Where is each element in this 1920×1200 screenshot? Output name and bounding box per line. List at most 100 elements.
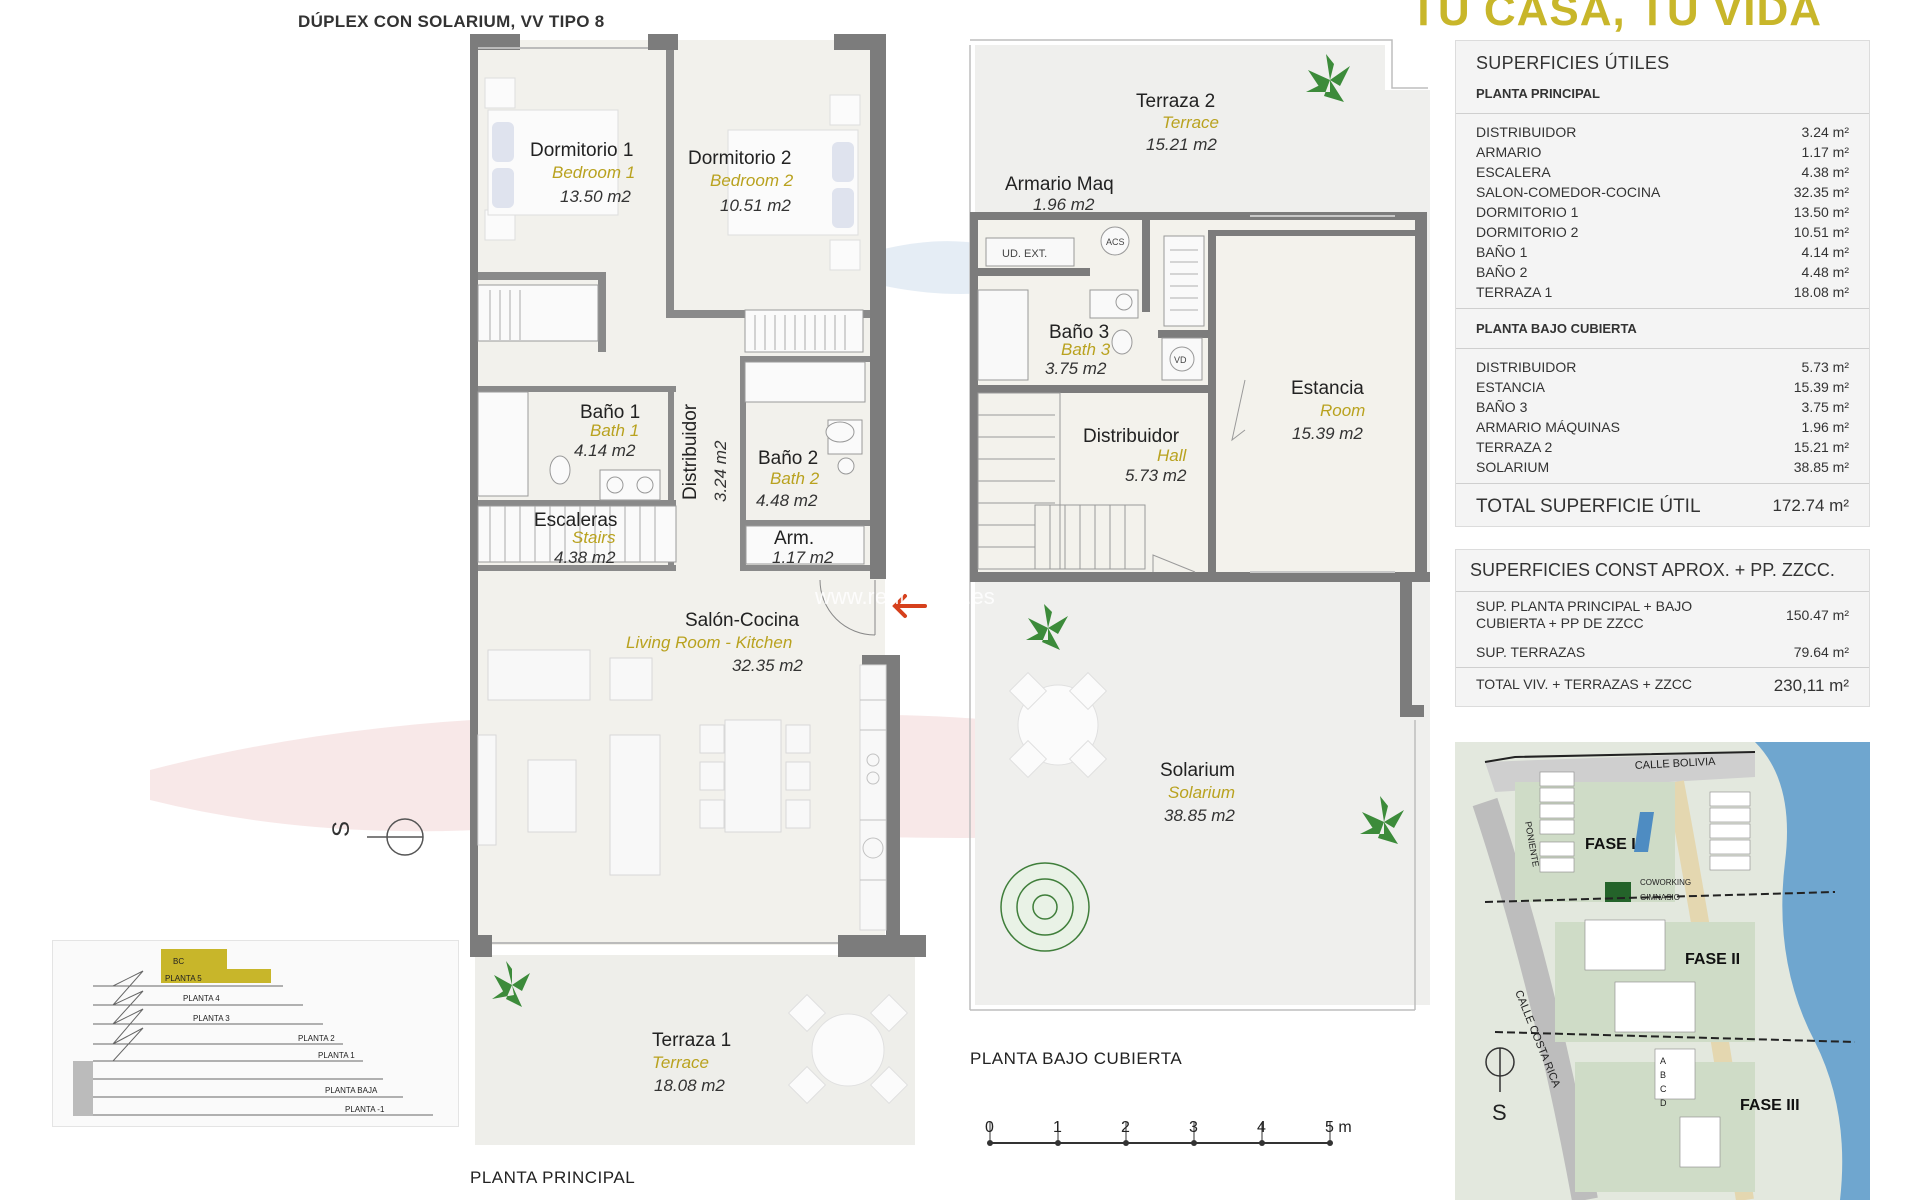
table-row-value: 3.75 m²: [1801, 399, 1849, 415]
section-level-baja: PLANTA BAJA: [325, 1086, 378, 1095]
room-escaleras-area: 4.38 m2: [554, 548, 616, 567]
const-total-row: TOTAL VIV. + TERRAZAS + ZZCC 230,11 m²: [1456, 667, 1869, 706]
table-row: DISTRIBUIDOR 3.24 m²: [1456, 122, 1869, 142]
table-row-label: DISTRIBUIDOR: [1476, 359, 1577, 375]
equipment-vd: VD: [1174, 355, 1187, 365]
table-row-label: SALON-COMEDOR-COCINA: [1476, 184, 1661, 200]
room-bano-1-sub: Bath 1: [590, 421, 639, 440]
room-bano-3: Baño 3: [1049, 322, 1109, 343]
superficies-utiles-table: SUPERFICIES ÚTILES PLANTA PRINCIPAL DIST…: [1455, 40, 1870, 527]
table-row-label: TERRAZA 1: [1476, 284, 1553, 300]
scale-tick-0: 0: [985, 1119, 994, 1136]
room-armario-area: 1.17 m2: [772, 548, 834, 567]
table-row-label: BAÑO 1: [1476, 244, 1528, 260]
room-dormitorio-1-area: 13.50 m2: [560, 187, 631, 206]
distribuidor-vertical-label: Distribuidor: [680, 403, 701, 500]
site-map: CALLE BOLIVIA CALLE COSTA RICA PONIENTE …: [1455, 742, 1870, 1200]
const-total-label: TOTAL VIV. + TERRAZAS + ZZCC: [1476, 676, 1693, 692]
room-armario: Arm.: [774, 528, 814, 549]
table-row-value: 38.85 m²: [1793, 459, 1849, 475]
table-row-value: 13.50 m²: [1793, 204, 1849, 220]
phase-fase-2: FASE II: [1685, 951, 1740, 968]
room-bano-2: Baño 2: [758, 448, 818, 469]
superficies-const-table: SUPERFICIES CONST APROX. + PP. ZZCC. SUP…: [1455, 549, 1870, 707]
room-terraza-2: Terraza 2: [1136, 91, 1215, 112]
const-row: SUP. TERRAZAS 79.64 m²: [1456, 638, 1869, 667]
room-armario-maq: Armario Maq: [1005, 174, 1114, 195]
room-armario-maq-area: 1.96 m2: [1033, 195, 1095, 214]
phase-fase-3: FASE III: [1740, 1097, 1800, 1114]
table-row-label: DISTRIBUIDOR: [1476, 124, 1577, 140]
table-row-label: SOLARIUM: [1476, 459, 1550, 475]
table-row-value: 10.51 m²: [1793, 224, 1849, 240]
table-row-value: 18.08 m²: [1793, 284, 1849, 300]
room-salon-cocina-sub: Living Room - Kitchen: [626, 633, 792, 652]
section-heading-bajo-cubierta: PLANTA BAJO CUBIERTA: [1456, 309, 1869, 349]
street-calle-bolivia: CALLE BOLIVIA: [1635, 756, 1717, 772]
amenity-gimnasio: GIMNASIO: [1640, 893, 1680, 902]
slogan: TU CASA, TU VIDA: [1410, 0, 1822, 35]
room-solarium-sub: Solarium: [1168, 783, 1235, 802]
room-bano-3-sub: Bath 3: [1061, 340, 1111, 359]
table-row: SOLARIUM 38.85 m²: [1456, 457, 1869, 477]
table-row: DISTRIBUIDOR 5.73 m²: [1456, 357, 1869, 377]
room-terraza-2-area: 15.21 m2: [1146, 135, 1217, 154]
superficies-utiles-title: SUPERFICIES ÚTILES: [1476, 53, 1670, 73]
table-row-label: BAÑO 2: [1476, 264, 1528, 280]
room-bano-1: Baño 1: [580, 402, 640, 423]
table-row-value: 1.17 m²: [1801, 144, 1849, 160]
block-c: C: [1660, 1084, 1667, 1094]
table-row-label: ARMARIO: [1476, 144, 1542, 160]
section-level-3: PLANTA 3: [193, 1014, 230, 1023]
table-row-value: 4.48 m²: [1801, 264, 1849, 280]
section-level-4: PLANTA 4: [183, 994, 220, 1003]
block-a: A: [1660, 1056, 1666, 1066]
table-row-value: 5.73 m²: [1801, 359, 1849, 375]
table-row: DORMITORIO 2 10.51 m²: [1456, 222, 1869, 242]
north-indicator-principal: S: [328, 818, 424, 856]
room-solarium: Solarium: [1160, 760, 1235, 781]
section-level-5: PLANTA 5: [165, 974, 202, 983]
const-row-label: SUP. TERRAZAS: [1476, 644, 1586, 660]
room-estancia-area: 15.39 m2: [1292, 424, 1363, 443]
room-bano-2-sub: Bath 2: [770, 469, 820, 488]
scale-tick-2: 2: [1121, 1119, 1130, 1136]
building-section-view: BC PLANTA 5 PLANTA 4 PLANTA 3 PLANTA 2 P…: [52, 940, 459, 1127]
table-row-value: 3.24 m²: [1801, 124, 1849, 140]
scale-tick-5: 5 m: [1325, 1119, 1352, 1136]
room-salon-cocina-area: 32.35 m2: [732, 656, 803, 675]
room-dormitorio-2-sub: Bedroom 2: [710, 171, 794, 190]
table-row-label: ARMARIO MÁQUINAS: [1476, 419, 1620, 435]
table-row-label: DORMITORIO 2: [1476, 224, 1579, 240]
room-bano-3-area: 3.75 m2: [1045, 359, 1107, 378]
section-level-minus-1: PLANTA -1: [345, 1105, 385, 1114]
table-row-value: 32.35 m²: [1793, 184, 1849, 200]
room-bano-1-area: 4.14 m2: [574, 441, 636, 460]
equipment-ud-ext: UD. EXT.: [1002, 248, 1047, 260]
table-row-label: BAÑO 3: [1476, 399, 1528, 415]
block-b: B: [1660, 1070, 1666, 1080]
const-total-value: 230,11 m²: [1773, 676, 1849, 695]
const-row-value: 79.64 m²: [1793, 644, 1849, 660]
table-row: BAÑO 2 4.48 m²: [1456, 262, 1869, 282]
table-row: ARMARIO 1.17 m²: [1456, 142, 1869, 162]
plan-bajo-cubierta: UD. EXT. ACS VD: [969, 35, 1430, 1068]
scale-bar: 0 1 2 3 4 5 m: [985, 1119, 1352, 1146]
total-superficie-util-label: TOTAL SUPERFICIE ÚTIL: [1476, 496, 1701, 517]
block-d: D: [1660, 1098, 1667, 1108]
const-row-label: SUP. PLANTA PRINCIPAL + BAJO CUBIERTA + …: [1476, 598, 1693, 631]
phase-fase-1: FASE I: [1585, 836, 1636, 853]
room-terraza-2-sub: Terrace: [1162, 113, 1219, 132]
room-solarium-area: 38.85 m2: [1164, 806, 1235, 825]
const-row: SUP. PLANTA PRINCIPAL + BAJO CUBIERTA + …: [1456, 592, 1869, 638]
floor-plans: S Dormitorio 1 Bedroom 1 13.50 m2 Dormit…: [150, 34, 1430, 1187]
room-dormitorio-2: Dormitorio 2: [688, 148, 791, 169]
room-terraza-1-sub: Terrace: [652, 1053, 709, 1072]
table-row-label: TERRAZA 2: [1476, 439, 1553, 455]
scale-tick-4: 4: [1257, 1119, 1266, 1136]
table-row-label: ESTANCIA: [1476, 379, 1545, 395]
